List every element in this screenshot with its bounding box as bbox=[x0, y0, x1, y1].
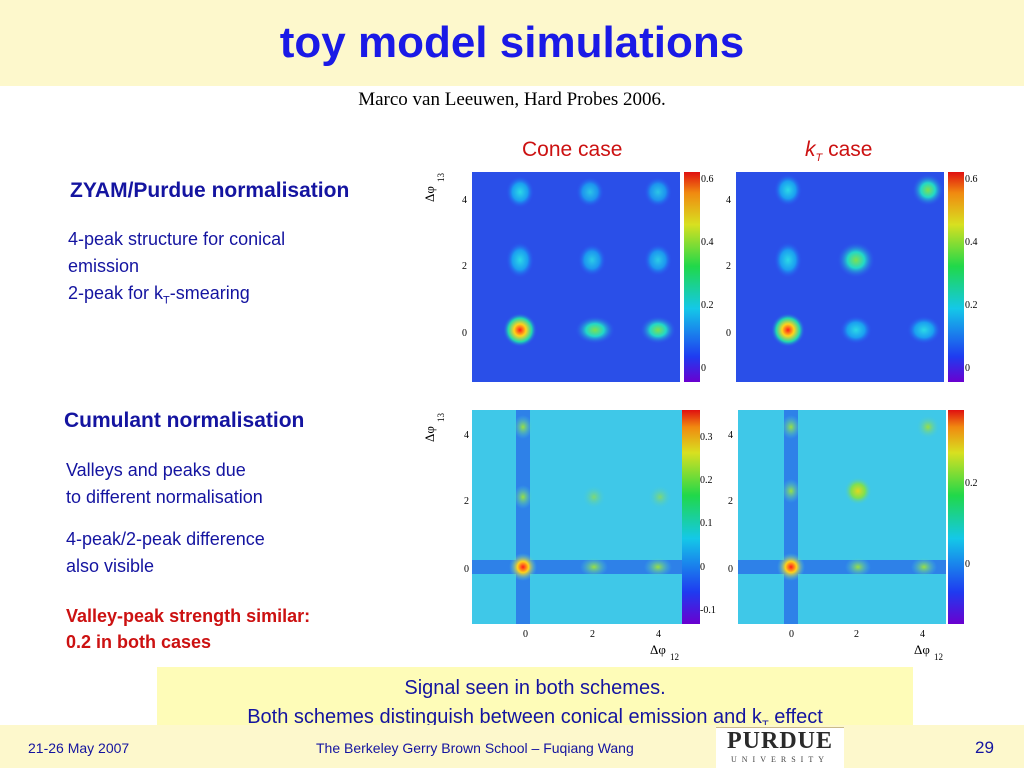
x-tick-2: 2 bbox=[854, 629, 859, 640]
zyam-line-1: 4-peak structure for conical bbox=[68, 229, 286, 249]
scale-label: 0.4 bbox=[965, 237, 978, 248]
purdue-logo: PURDUE UNIVERSITY bbox=[716, 727, 844, 769]
x-tick-4: 4 bbox=[920, 629, 925, 640]
footer-credit: The Berkeley Gerry Brown School – Fuqian… bbox=[316, 740, 634, 756]
cumulant-difference: 4-peak/2-peak difference also visible bbox=[66, 526, 265, 580]
plot-zyam-kt: 4 2 0 0.6 0.4 0.2 0 bbox=[684, 160, 984, 395]
color-scale bbox=[948, 172, 964, 382]
cumulant-line-4: also visible bbox=[66, 556, 155, 576]
cone-case-label: Cone case bbox=[522, 138, 623, 161]
y-tick-2: 2 bbox=[462, 261, 467, 272]
scale-label: 0 bbox=[701, 363, 706, 374]
footer-date: 21-26 May 2007 bbox=[28, 740, 130, 756]
heatmap bbox=[472, 410, 682, 624]
heatmap bbox=[736, 172, 944, 382]
y-tick-2: 2 bbox=[728, 496, 733, 507]
y-tick-4: 4 bbox=[464, 430, 469, 441]
axis-label-x: Δφ 12 bbox=[650, 642, 679, 662]
color-scale bbox=[948, 410, 964, 624]
scale-label: -0.1 bbox=[700, 605, 716, 616]
zyam-line-2: emission bbox=[68, 256, 140, 276]
scale-label: 0.1 bbox=[700, 518, 713, 529]
cumulant-line-2: to different normalisation bbox=[66, 487, 263, 507]
logo-wordmark: PURDUE bbox=[727, 728, 833, 754]
zyam-description: 4-peak structure for conical emission 2-… bbox=[68, 226, 285, 315]
y-tick-0: 0 bbox=[728, 564, 733, 575]
y-tick-2: 2 bbox=[464, 496, 469, 507]
axis-label-x: Δφ 12 bbox=[914, 642, 943, 662]
cumulant-description: Valleys and peaks due to different norma… bbox=[66, 457, 263, 511]
svg-text:Δφ: Δφ bbox=[914, 642, 930, 657]
svg-text:12: 12 bbox=[670, 652, 679, 662]
svg-text:Δφ: Δφ bbox=[422, 186, 437, 202]
y-tick-0: 0 bbox=[726, 328, 731, 339]
plot-zyam-cone: Δφ 13 0 2 4 0.6 0.4 0.2 0 bbox=[420, 160, 720, 395]
heatmap bbox=[472, 172, 680, 382]
cumulant-line-3: 4-peak/2-peak difference bbox=[66, 529, 265, 549]
plot-cumulant-cone: Δφ 13 4 2 0 0.3 0.2 0.1 0 -0.1 0 2 4 Δφ … bbox=[420, 400, 720, 673]
scale-label: 0.2 bbox=[965, 478, 978, 489]
summary-line-1: Signal seen in both schemes. bbox=[404, 677, 666, 699]
kt-case-label: kT case bbox=[805, 138, 873, 165]
y-tick-0: 0 bbox=[462, 328, 467, 339]
slide-subtitle: Marco van Leeuwen, Hard Probes 2006. bbox=[358, 89, 666, 110]
zyam-line-3: 2-peak for kT-smearing bbox=[68, 283, 250, 307]
svg-text:13: 13 bbox=[436, 413, 446, 423]
y-tick-4: 4 bbox=[726, 195, 731, 206]
scale-label: 0.6 bbox=[701, 174, 714, 185]
x-tick-0: 0 bbox=[523, 629, 528, 640]
x-tick-2: 2 bbox=[590, 629, 595, 640]
y-tick-4: 4 bbox=[728, 430, 733, 441]
svg-text:12: 12 bbox=[934, 652, 943, 662]
valley-peak-note: Valley-peak strength similar: 0.2 in bot… bbox=[66, 603, 310, 655]
axis-label-y: Δφ 13 bbox=[422, 413, 446, 443]
footer-bar bbox=[0, 725, 1024, 768]
valley-peak-line-2: 0.2 in both cases bbox=[66, 632, 212, 652]
svg-text:Δφ: Δφ bbox=[650, 642, 666, 657]
scale-label: 0 bbox=[965, 559, 970, 570]
scale-label: 0.2 bbox=[701, 300, 714, 311]
zyam-heading: ZYAM/Purdue normalisation bbox=[70, 179, 350, 202]
scale-label: 0.3 bbox=[700, 432, 713, 443]
y-tick-2: 2 bbox=[726, 261, 731, 272]
logo-subtext: UNIVERSITY bbox=[731, 755, 829, 764]
color-scale bbox=[684, 172, 700, 382]
scale-label: 0 bbox=[700, 562, 705, 573]
axis-label-y: Δφ 13 bbox=[422, 173, 446, 203]
slide-title: toy model simulations bbox=[279, 18, 745, 67]
page-number: 29 bbox=[975, 738, 994, 757]
valley-peak-line-1: Valley-peak strength similar: bbox=[66, 606, 311, 626]
x-tick-4: 4 bbox=[656, 629, 661, 640]
svg-text:13: 13 bbox=[436, 173, 446, 183]
cumulant-heading: Cumulant normalisation bbox=[64, 409, 305, 432]
title-bar bbox=[0, 0, 1024, 86]
cumulant-line-1: Valleys and peaks due bbox=[66, 460, 246, 480]
scale-label: 0.6 bbox=[965, 174, 978, 185]
svg-text:Δφ: Δφ bbox=[422, 426, 437, 442]
color-scale bbox=[682, 410, 700, 624]
scale-label: 0.2 bbox=[700, 475, 713, 486]
plot-cumulant-kt: 4 2 0 0.2 0 0 2 4 Δφ 12 bbox=[684, 400, 984, 673]
scale-label: 0.2 bbox=[965, 300, 978, 311]
heatmap bbox=[738, 410, 946, 624]
scale-label: 0 bbox=[965, 363, 970, 374]
scale-label: 0.4 bbox=[701, 237, 714, 248]
x-tick-0: 0 bbox=[789, 629, 794, 640]
y-tick-4: 4 bbox=[462, 195, 467, 206]
y-tick-0: 0 bbox=[464, 564, 469, 575]
